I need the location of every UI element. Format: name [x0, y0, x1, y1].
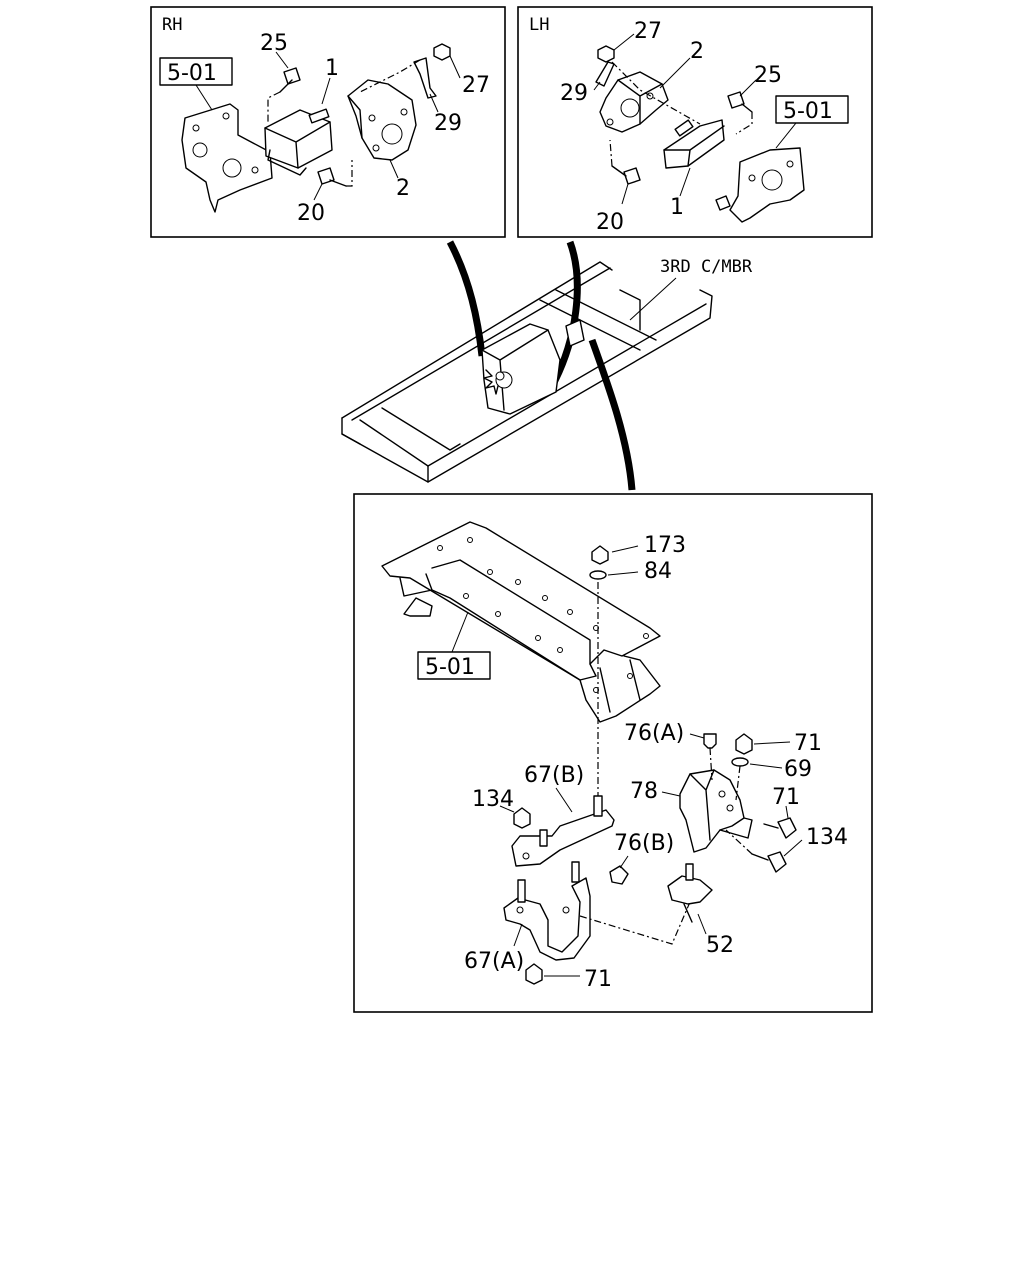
detail-nut-71-left [513, 807, 531, 829]
lh-panel-frame [517, 6, 873, 238]
detail-callout-71-left: 134 [472, 787, 514, 812]
detail-nut-173 [591, 545, 609, 565]
rh-bolt-25 [283, 67, 301, 85]
overview-transmission [481, 323, 561, 415]
rh-callout-1: 1 [325, 56, 339, 81]
overview-leader-detail [588, 338, 636, 491]
detail-bolt-76a [703, 733, 717, 749]
lh-nut-27 [597, 45, 615, 63]
detail-mount-52 [667, 875, 713, 905]
detail-bracket-67a [503, 877, 591, 961]
lh-callout-2: 2 [690, 39, 704, 64]
overview-chassis: 3RD C/MBR [341, 240, 753, 491]
detail-washer-84 [589, 570, 607, 580]
rh-panel-tag: RH [162, 15, 182, 35]
rh-mount-bracket [347, 79, 417, 161]
rh-callout-27: 27 [462, 73, 490, 98]
detail-callout-67b: 67(B) [524, 763, 584, 788]
detail-nut-71-right [735, 733, 753, 755]
detail-bracket-78 [679, 769, 745, 853]
rh-frame-bracket [181, 103, 273, 213]
detail-callout-52: 52 [706, 933, 734, 958]
lh-bolt-20 [623, 167, 641, 185]
lh-panel: LH 5-01 [517, 6, 873, 238]
lh-callout-29: 29 [560, 81, 588, 106]
rh-callout-2: 2 [396, 176, 410, 201]
lh-callout-20: 20 [596, 210, 624, 235]
lh-panel-tag: LH [529, 15, 549, 35]
detail-bolt-134-upper [777, 817, 797, 839]
detail-callout-69: 69 [784, 757, 812, 782]
rh-panel: RH 5-01 [150, 6, 506, 238]
overview-label-3rd-cmbr: 3RD C/MBR [660, 257, 753, 277]
detail-panel: 5-01 [353, 493, 873, 1013]
detail-member-holes [437, 537, 649, 693]
detail-callout-84: 84 [644, 559, 672, 584]
detail-callout-71-bottom: 71 [584, 967, 612, 992]
overview-leader-rh [446, 240, 486, 357]
rh-mount-rubber [264, 109, 333, 169]
rh-panel-frame [150, 6, 506, 238]
detail-washer-69 [731, 757, 749, 767]
detail-ref-label: 5-01 [425, 655, 475, 680]
detail-callout-134-upper: 71 [772, 785, 800, 810]
detail-callout-76a: 76(A) [624, 721, 684, 746]
lh-ref-label: 5-01 [783, 99, 833, 124]
detail-bolt-134-lower [767, 851, 787, 873]
rh-bolt-20 [317, 167, 335, 185]
rh-clip-29 [413, 57, 437, 99]
detail-callout-67a: 67(A) [464, 949, 524, 974]
lh-callout-27: 27 [634, 19, 662, 44]
detail-ref-box [417, 651, 491, 680]
detail-callout-71-right: 71 [794, 731, 822, 756]
detail-stud-67b [593, 795, 603, 817]
lh-callout-1: 1 [670, 195, 684, 220]
detail-nut-71-bottom [525, 963, 543, 985]
detail-callout-76b: 76(B) [614, 831, 674, 856]
detail-panel-frame [353, 493, 873, 1013]
detail-callout-134-lower: 134 [806, 825, 848, 850]
rh-callout-20: 20 [297, 201, 325, 226]
lh-ref-box [775, 95, 849, 124]
detail-callout-173: 173 [644, 533, 686, 558]
lh-callout-25: 25 [754, 63, 782, 88]
lh-mount-rubber [663, 119, 725, 169]
rh-nut-27 [433, 43, 451, 61]
rh-ref-label: 5-01 [167, 61, 217, 86]
detail-bolt-76b [609, 865, 629, 885]
lh-clip-29 [595, 61, 615, 87]
detail-callout-78: 78 [630, 779, 658, 804]
rh-callout-29: 29 [434, 111, 462, 136]
rh-callout-25: 25 [260, 31, 288, 56]
